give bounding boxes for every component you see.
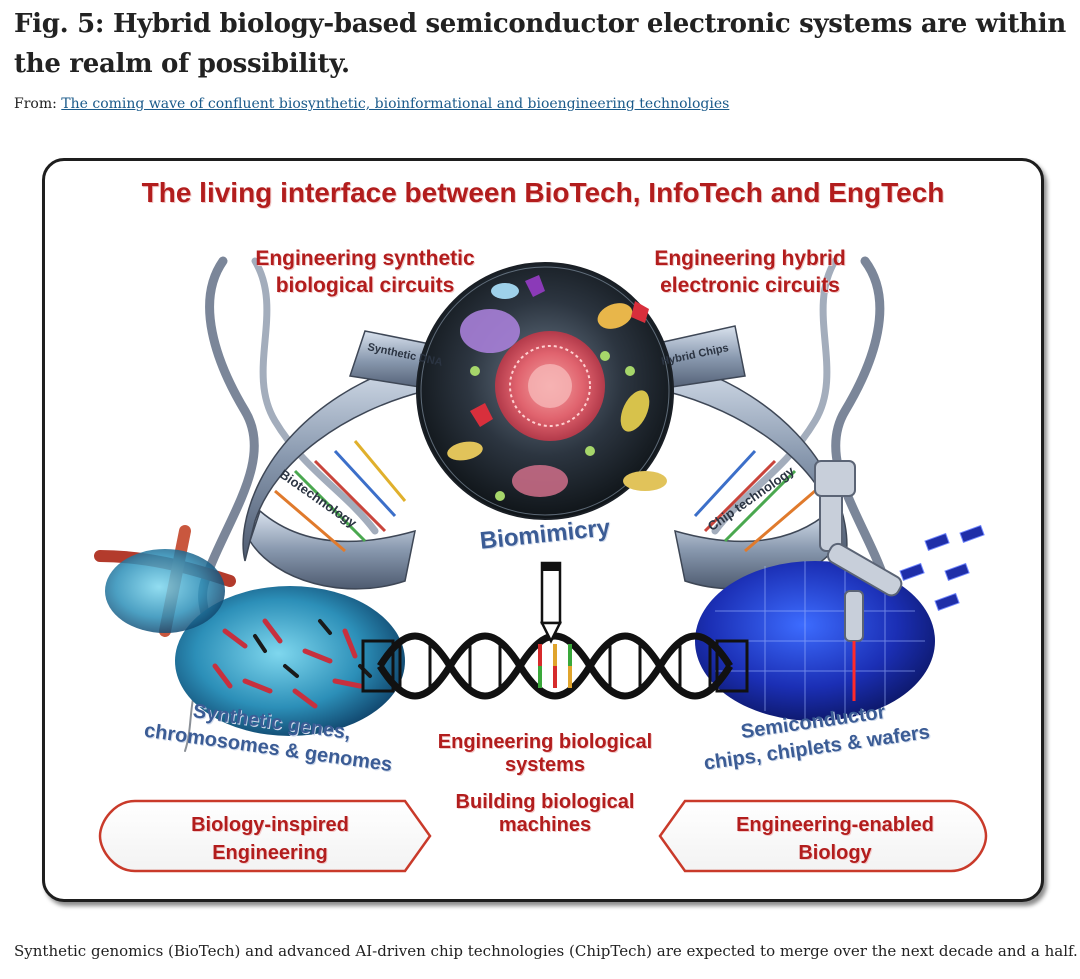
biology-inspired-label: Biology-inspired Engineering [191,814,349,864]
engineering-biological-systems-label: Engineering biological systems [437,731,653,776]
from-line: From: The coming wave of confluent biosy… [14,96,729,112]
engineering-synthetic-label: Engineering synthetic biological circuit… [255,247,475,297]
edited-base-pairs [538,644,572,688]
chromosome-spread [175,586,405,736]
illustration-artwork [94,256,988,873]
central-dna-helix [377,632,733,700]
robot-arm-icon [814,460,903,642]
pencil-icon [539,561,563,644]
from-label: From: [14,96,57,112]
cell-illustration [416,262,674,520]
right-helix [711,256,890,586]
wafer-grid [705,561,925,721]
building-machines-label: Building biological machines [455,791,635,836]
right-helix-rungs [693,449,816,553]
helix-rungs [398,644,712,688]
left-helix-rungs [274,440,407,553]
figure-title: Fig. 5: Hybrid biology-based semiconduct… [14,9,1066,79]
illustration-heading: The living interface between BioTech, In… [141,177,945,208]
figure-illustration: The living interface between BioTech, In… [42,158,1044,902]
engineering-enabled-arrow [658,799,988,873]
biology-inspired-arrow [98,799,432,873]
floating-chips [899,524,985,612]
figure-caption: Synthetic genomics (BioTech) and advance… [14,942,1078,960]
engineering-enabled-label: Engineering-enabled Biology [736,814,934,864]
engineering-hybrid-label: Engineering hybrid electronic circuits [654,247,846,297]
article-link[interactable]: The coming wave of confluent biosyntheti… [61,96,730,112]
chromosome-marks [212,618,363,709]
